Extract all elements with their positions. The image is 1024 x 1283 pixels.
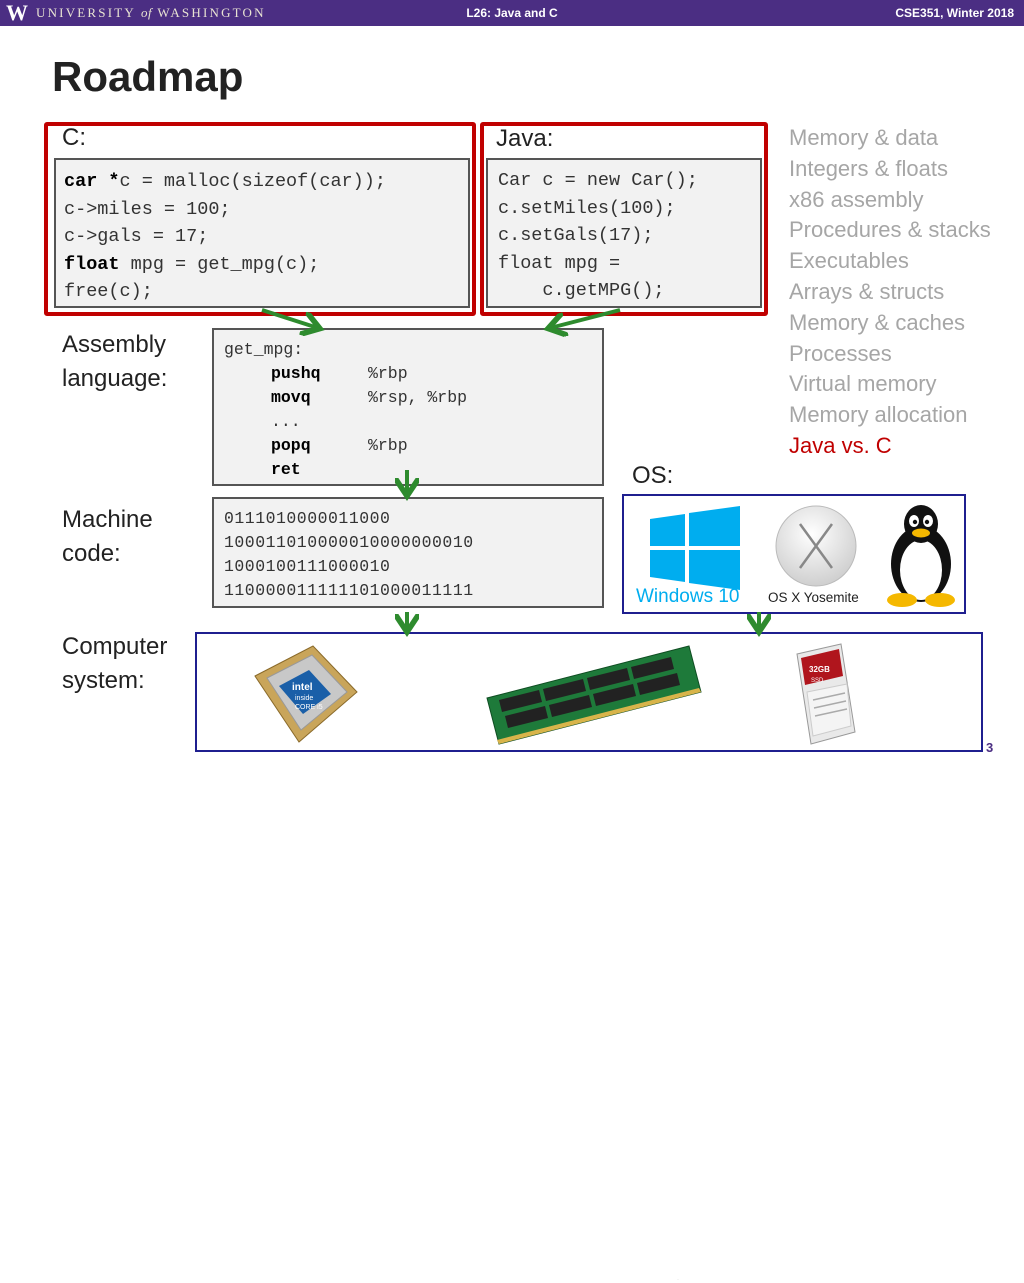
university-name: UNIVERSITY of WASHINGTON xyxy=(36,5,266,20)
arrow-c-to-assembly xyxy=(261,308,318,328)
binary-line: 0111010000011000 xyxy=(224,509,391,528)
c-highlight-box xyxy=(44,122,476,316)
java-label: Java: xyxy=(496,125,554,152)
lecture-title: L26: Java and C xyxy=(466,6,558,20)
code-line: c.getMPG(); xyxy=(498,280,665,301)
roadmap-item: Memory & caches xyxy=(789,309,966,335)
roadmap-item: Procedures & stacks xyxy=(789,217,991,243)
code-line: Car c = new Car(); xyxy=(498,170,698,191)
windows-logo-text: Windows 10 xyxy=(636,586,740,607)
ram-module-icon xyxy=(486,645,702,745)
cpu-brand-text: intel xyxy=(292,682,313,693)
c-code-block: car *c = malloc(sizeof(car)); c->miles = … xyxy=(54,158,470,308)
roadmap-list: Memory & data Integers & floats x86 asse… xyxy=(789,123,991,462)
cpu-model-text: CORE i5 xyxy=(295,704,323,711)
osx-yosemite-logo: OS X Yosemite xyxy=(768,505,859,605)
ssd-size-text: 32GB xyxy=(809,665,830,674)
roadmap-item-current: Java vs. C xyxy=(789,432,892,458)
code-line: c->miles = 100; xyxy=(64,198,231,220)
binary-line: 110000011111101000011111 xyxy=(224,581,474,600)
header-bar xyxy=(0,0,1024,26)
code-line: c->gals = 17; xyxy=(64,226,209,247)
asm-row: ret xyxy=(271,460,301,479)
os-label: OS: xyxy=(632,462,674,489)
cpu-sub-text: inside xyxy=(295,695,313,702)
java-highlight-box xyxy=(480,122,768,316)
code-line: car *c = malloc(sizeof(car)); xyxy=(64,171,386,192)
arrow-java-to-assembly xyxy=(550,308,621,328)
c-label: C: xyxy=(62,124,86,151)
roadmap-item: Memory & data xyxy=(789,125,939,150)
page-number: 3 xyxy=(986,740,994,755)
flow-arrows xyxy=(261,308,1024,768)
linux-tux-icon xyxy=(887,505,955,607)
computer-system-box: intel inside CORE i5 · 32GB SSD xyxy=(195,632,983,1283)
roadmap-item: x86 assembly xyxy=(789,186,924,212)
code-line: free(c); xyxy=(64,281,153,302)
roadmap-item: Processes xyxy=(789,340,892,366)
roadmap-item: Executables xyxy=(789,248,909,274)
code-line: float mpg = get_mpg(c); xyxy=(64,253,320,275)
code-line: c.setGals(17); xyxy=(498,225,654,246)
asm-label: get_mpg: xyxy=(224,340,304,359)
osx-logo-text: OS X Yosemite xyxy=(768,590,859,605)
watermark: · xyxy=(677,1277,679,1283)
binary-line: 100011010000010000000010 xyxy=(224,533,474,552)
binary-line: 1000100111000010 xyxy=(224,557,391,576)
roadmap-item: Integers & floats xyxy=(789,155,948,181)
ssd-label-text: SSD xyxy=(811,678,824,684)
uw-logo-w: W xyxy=(6,0,28,25)
course-name: CSE351, Winter 2018 xyxy=(895,6,1014,20)
roadmap-item: Arrays & structs xyxy=(789,278,945,304)
asm-row: ... xyxy=(271,412,301,431)
code-line: c.setMiles(100); xyxy=(498,197,676,219)
ssd-drive-icon: 32GB SSD xyxy=(796,643,856,745)
assembly-code-block: get_mpg: pushq%rbp movq%rsp, %rbp... popq%r… xyxy=(212,328,604,486)
windows-10-logo: Windows 10 xyxy=(636,506,740,607)
cpu-chip-icon: intel inside CORE i5 xyxy=(254,645,358,743)
asm-row: movq%rsp, %rbp xyxy=(271,388,468,407)
java-code-block: Car c = new Car(); c.setMiles(100); c.setG… xyxy=(486,158,762,308)
asm-row: popq%rbp xyxy=(271,436,408,455)
roadmap-item: Virtual memory xyxy=(789,371,937,397)
roadmap-item: Memory allocation xyxy=(789,402,968,428)
os-logos-box: Windows 10 OS X Yosemite xyxy=(622,494,966,614)
slide-title: Roadmap xyxy=(52,53,244,100)
code-line: float mpg = xyxy=(498,252,621,274)
machine-code-block: 0111010000011000 100011010000010000000010… xyxy=(212,497,604,608)
asm-row: pushq%rbp xyxy=(271,364,408,383)
